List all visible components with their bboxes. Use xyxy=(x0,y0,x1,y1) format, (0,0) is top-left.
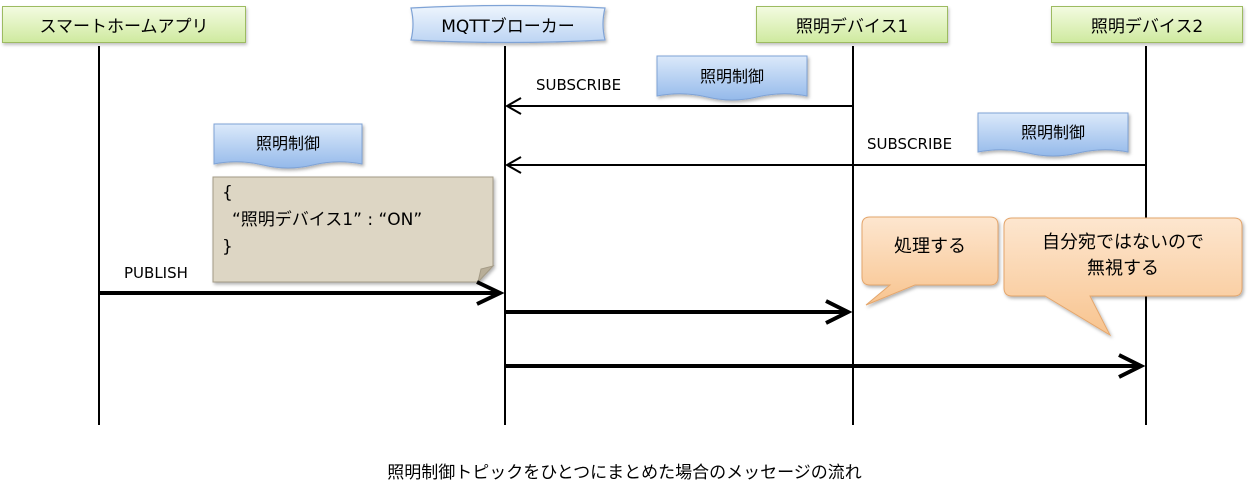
callout-device2-text-line2: 無視する xyxy=(1087,258,1159,279)
payload-open-brace: { xyxy=(222,183,233,203)
callout-device2-text-line1: 自分宛ではないので xyxy=(1042,232,1204,253)
subscribe-arrowhead-device1 xyxy=(504,97,522,115)
callout-device1 xyxy=(861,216,999,306)
broker-box xyxy=(410,4,606,44)
actor-smart-home-app-label: スマートホームアプリ xyxy=(39,17,209,37)
payload-note-fold xyxy=(477,265,495,284)
topic-banner-publish xyxy=(213,123,363,169)
actor-smart-home-app: スマートホームアプリ xyxy=(2,6,246,43)
actor-device1: 照明デバイス1 xyxy=(756,6,948,43)
topic-banner-device2 xyxy=(977,112,1129,157)
subscribe-arrowhead-device2 xyxy=(504,156,522,174)
topic-label-publish: 照明制御 xyxy=(255,134,320,153)
actor-device2: 照明デバイス2 xyxy=(1051,6,1243,43)
publish-label: PUBLISH xyxy=(124,264,188,282)
diagram-caption: 照明制御トピックをひとつにまとめた場合のメッセージの流れ xyxy=(387,463,862,483)
topic-banner-device1 xyxy=(656,55,808,101)
actor-device1-label: 照明デバイス1 xyxy=(795,17,909,37)
actor-broker: MQTTブローカー xyxy=(411,7,605,41)
payload-close-brace: } xyxy=(222,237,233,257)
actor-device2-label: 照明デバイス2 xyxy=(1090,17,1204,37)
deliver-arrowhead-device2 xyxy=(1118,353,1146,379)
callout-device2 xyxy=(1003,217,1243,337)
actor-broker-label: MQTTブローカー xyxy=(441,16,575,37)
topic-label-device1: 照明制御 xyxy=(699,67,764,86)
callout-device1-text: 処理する xyxy=(894,236,966,257)
topic-label-device2: 照明制御 xyxy=(1020,123,1085,142)
payload-body: “照明デバイス1” : “ON” xyxy=(232,210,423,230)
publish-arrowhead xyxy=(476,280,505,306)
subscribe-label-device1: SUBSCRIBE xyxy=(536,76,622,94)
deliver-arrowhead-device1 xyxy=(825,299,853,325)
subscribe-label-device2: SUBSCRIBE xyxy=(867,135,953,153)
